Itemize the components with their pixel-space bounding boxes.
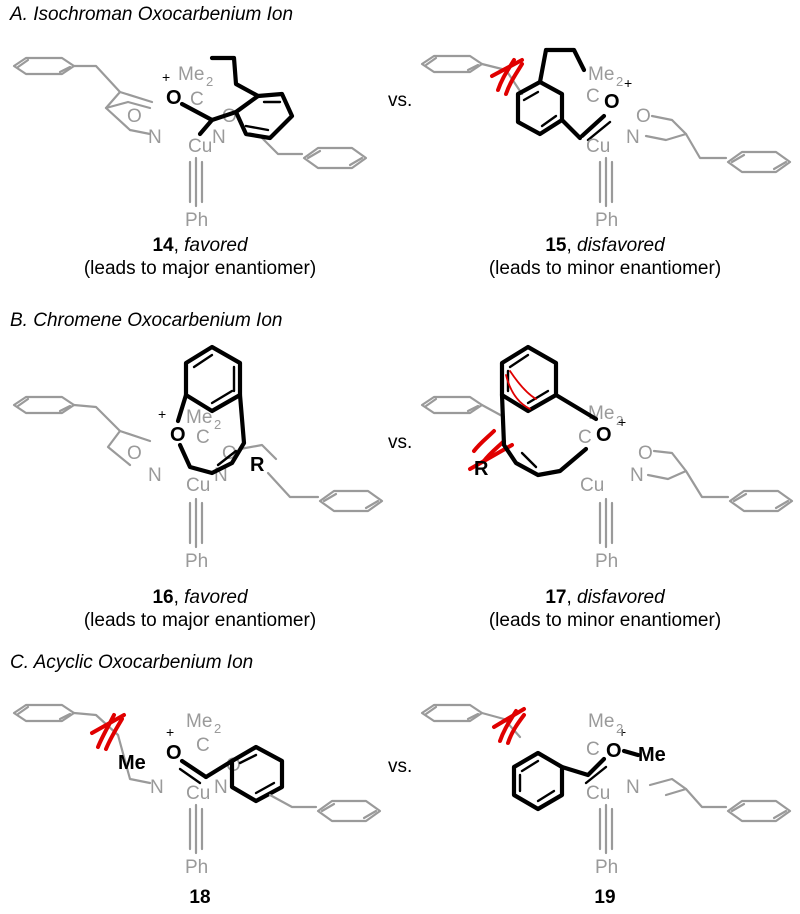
bridging-carbon: C bbox=[586, 86, 600, 107]
compound-note: (leads to major enantiomer) bbox=[83, 258, 317, 279]
oxazoline-nitrogen-left: N bbox=[148, 127, 162, 148]
copper-atom: Cu bbox=[586, 136, 610, 157]
section-c-title: C. Acyclic Oxocarbenium Ion bbox=[10, 652, 254, 673]
steric-clash-arc bbox=[505, 374, 531, 410]
phenyl-label: Ph bbox=[595, 551, 618, 572]
compound-note: (leads to minor enantiomer) bbox=[488, 258, 722, 279]
bridging-carbon: C bbox=[578, 427, 592, 448]
methyl-label: Me bbox=[638, 744, 666, 766]
oxazoline-nitrogen-right: N bbox=[626, 777, 640, 798]
charge-plus: + bbox=[618, 414, 626, 430]
compound-number: 18 bbox=[189, 887, 211, 908]
oxocarbenium-oxygen: O bbox=[170, 424, 186, 446]
svg-text:2: 2 bbox=[206, 74, 213, 89]
dimethyl-label: Me bbox=[186, 407, 212, 428]
compound-number: 16 bbox=[152, 587, 174, 608]
caption-19: 19 bbox=[455, 886, 755, 909]
svg-text:2: 2 bbox=[616, 74, 623, 89]
caption-17: 17, disfavored (leads to minor enantiome… bbox=[488, 587, 722, 631]
dimethyl-label: Me bbox=[588, 711, 614, 732]
isochroman-ring bbox=[197, 55, 295, 141]
vs-label-a: vs. bbox=[388, 90, 413, 111]
oxazoline-nitrogen-right: N bbox=[630, 465, 644, 486]
vs-label-b: vs. bbox=[388, 432, 413, 453]
compound-descriptor: disfavored bbox=[577, 587, 665, 608]
charge-plus: + bbox=[162, 69, 170, 85]
svg-text:2: 2 bbox=[616, 721, 623, 736]
ligand-phenyl-ring bbox=[12, 56, 76, 76]
oxocarbenium-oxygen: O bbox=[166, 742, 182, 764]
copper-atom: Cu bbox=[188, 136, 212, 157]
structure-14: O N Me 2 C O N Cu Ph O + bbox=[12, 55, 368, 230]
charge-plus: + bbox=[158, 406, 166, 422]
compound-note: (leads to minor enantiomer) bbox=[488, 610, 722, 631]
aryl-ring bbox=[229, 744, 285, 804]
compound-descriptor: favored bbox=[184, 587, 248, 608]
charge-plus: + bbox=[624, 75, 632, 91]
caption-15: 15, disfavored (leads to minor enantiome… bbox=[488, 235, 722, 279]
phenyl-label: Ph bbox=[595, 210, 618, 230]
phenyl-label: Ph bbox=[185, 210, 208, 230]
oxazoline-oxygen-right: O bbox=[636, 106, 651, 127]
oxazoline-oxygen-left: O bbox=[127, 443, 142, 464]
steric-clash-mark bbox=[492, 707, 526, 729]
caption-16: 16, favored (leads to major enantiomer) bbox=[83, 587, 317, 631]
structure-16: O N Me 2 C O N Cu O + R Ph bbox=[12, 344, 384, 572]
oxazoline-oxygen-right: O bbox=[638, 443, 653, 464]
structure-17: Me 2 C O N Cu O + R Ph bbox=[420, 344, 794, 572]
phenyl-label: Ph bbox=[595, 857, 618, 878]
structure-18: N Me 2 C O N Cu Me O + Ph bbox=[12, 703, 382, 878]
copper-atom: Cu bbox=[580, 475, 604, 496]
bridging-carbon: C bbox=[190, 89, 204, 110]
structure-15: O + Me 2 C Cu O N Ph bbox=[420, 47, 792, 230]
dimethyl-label: Me bbox=[588, 64, 614, 85]
compound-number: 19 bbox=[594, 887, 616, 908]
compound-number: 14 bbox=[152, 235, 174, 256]
oxocarbenium-oxygen: O bbox=[596, 424, 612, 446]
phenyl-label: Ph bbox=[185, 857, 208, 878]
methyl-label: Me bbox=[118, 752, 146, 774]
bridging-carbon: C bbox=[196, 735, 210, 756]
compound-number: 17 bbox=[545, 587, 567, 608]
oxocarbenium-oxygen: O bbox=[604, 91, 620, 113]
caption-14: 14, favored (leads to major enantiomer) bbox=[83, 235, 317, 279]
compound-note: (leads to major enantiomer) bbox=[83, 610, 317, 631]
oxazoline-nitrogen-right: N bbox=[214, 777, 228, 798]
dimethyl-label: Me bbox=[186, 711, 212, 732]
section-a-title: A. Isochroman Oxocarbenium Ion bbox=[10, 4, 294, 25]
isochroman-ring bbox=[515, 79, 565, 137]
oxazoline-oxygen-left: O bbox=[127, 106, 142, 127]
r-group: R bbox=[474, 458, 489, 480]
phenyl-label: Ph bbox=[185, 551, 208, 572]
oxazoline-nitrogen-right: N bbox=[626, 127, 640, 148]
svg-text:2: 2 bbox=[214, 417, 221, 432]
copper-atom: Cu bbox=[186, 475, 210, 496]
aryl-ring bbox=[511, 750, 565, 812]
charge-plus: + bbox=[166, 724, 174, 740]
section-b-title: B. Chromene Oxocarbenium Ion bbox=[10, 310, 283, 331]
vs-label-c: vs. bbox=[388, 756, 413, 777]
oxazoline-nitrogen-left: N bbox=[150, 777, 164, 798]
dimethyl-label: Me bbox=[588, 403, 614, 424]
svg-text:2: 2 bbox=[616, 413, 623, 428]
structure-19: O + Me Me 2 C Cu N Ph bbox=[420, 703, 792, 878]
compound-descriptor: favored bbox=[184, 235, 248, 256]
r-group: R bbox=[250, 454, 265, 476]
oxocarbenium-oxygen: O bbox=[606, 740, 622, 762]
bridging-carbon: C bbox=[586, 739, 600, 760]
dimethyl-label: Me bbox=[178, 64, 204, 85]
bridging-carbon: C bbox=[196, 427, 210, 448]
compound-descriptor: disfavored bbox=[577, 235, 665, 256]
oxazoline-nitrogen-right: N bbox=[212, 127, 226, 148]
oxocarbenium-oxygen: O bbox=[166, 87, 182, 109]
copper-atom: Cu bbox=[586, 783, 610, 804]
svg-text:2: 2 bbox=[214, 721, 221, 736]
caption-18: 18 bbox=[50, 886, 350, 909]
copper-atom: Cu bbox=[186, 783, 210, 804]
charge-plus: + bbox=[618, 724, 626, 740]
oxazoline-nitrogen-left: N bbox=[148, 465, 162, 486]
compound-number: 15 bbox=[545, 235, 567, 256]
